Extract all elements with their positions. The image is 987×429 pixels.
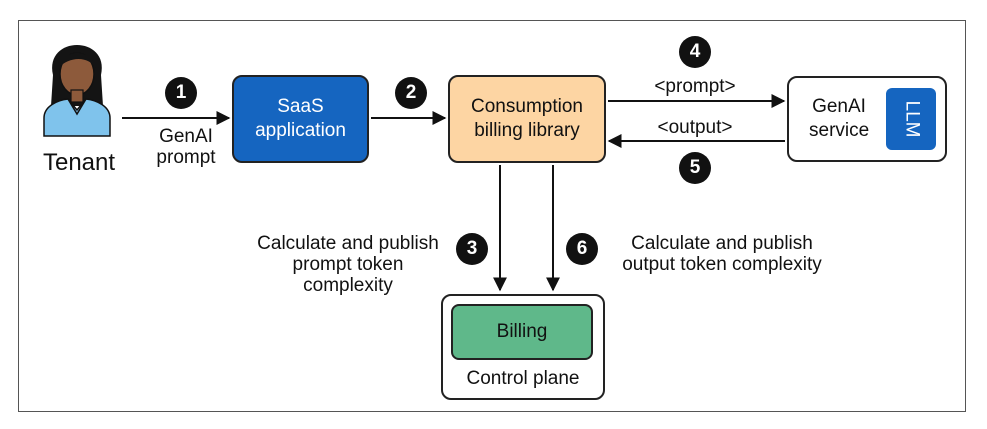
billing-label: Billing — [496, 321, 548, 342]
saas-application-box: SaaS application — [232, 75, 369, 163]
billing-library-label: Consumption billing library — [471, 96, 583, 141]
llm-block: LLM — [886, 88, 936, 150]
step-badge-4: 4 — [679, 36, 711, 68]
step-badge-3: 3 — [456, 233, 488, 265]
output-label: <output> — [657, 117, 733, 138]
step-badge-1: 1 — [165, 77, 197, 109]
control-plane-label: Control plane — [466, 368, 580, 389]
billing-library-box: Consumption billing library — [448, 75, 606, 163]
saas-application-label: SaaS application — [255, 96, 346, 141]
genai-prompt-label: GenAI prompt — [156, 126, 216, 168]
control-plane-box: Control plane Billing — [441, 294, 605, 400]
prompt-complexity-label: Calculate and publish prompt token compl… — [257, 233, 439, 296]
step-badge-5: 5 — [679, 152, 711, 184]
prompt-label: <prompt> — [654, 76, 736, 97]
billing-box: Billing — [451, 304, 593, 360]
step-badge-6: 6 — [566, 233, 598, 265]
genai-service-box: GenAI service LLM — [787, 76, 947, 162]
output-complexity-label: Calculate and publish output token compl… — [622, 233, 822, 275]
tenant-label: Tenant — [42, 149, 116, 176]
genai-service-label: GenAI service — [809, 96, 870, 141]
tenant-person-icon — [43, 45, 111, 137]
step-badge-2: 2 — [395, 77, 427, 109]
diagram-frame — [18, 20, 966, 412]
